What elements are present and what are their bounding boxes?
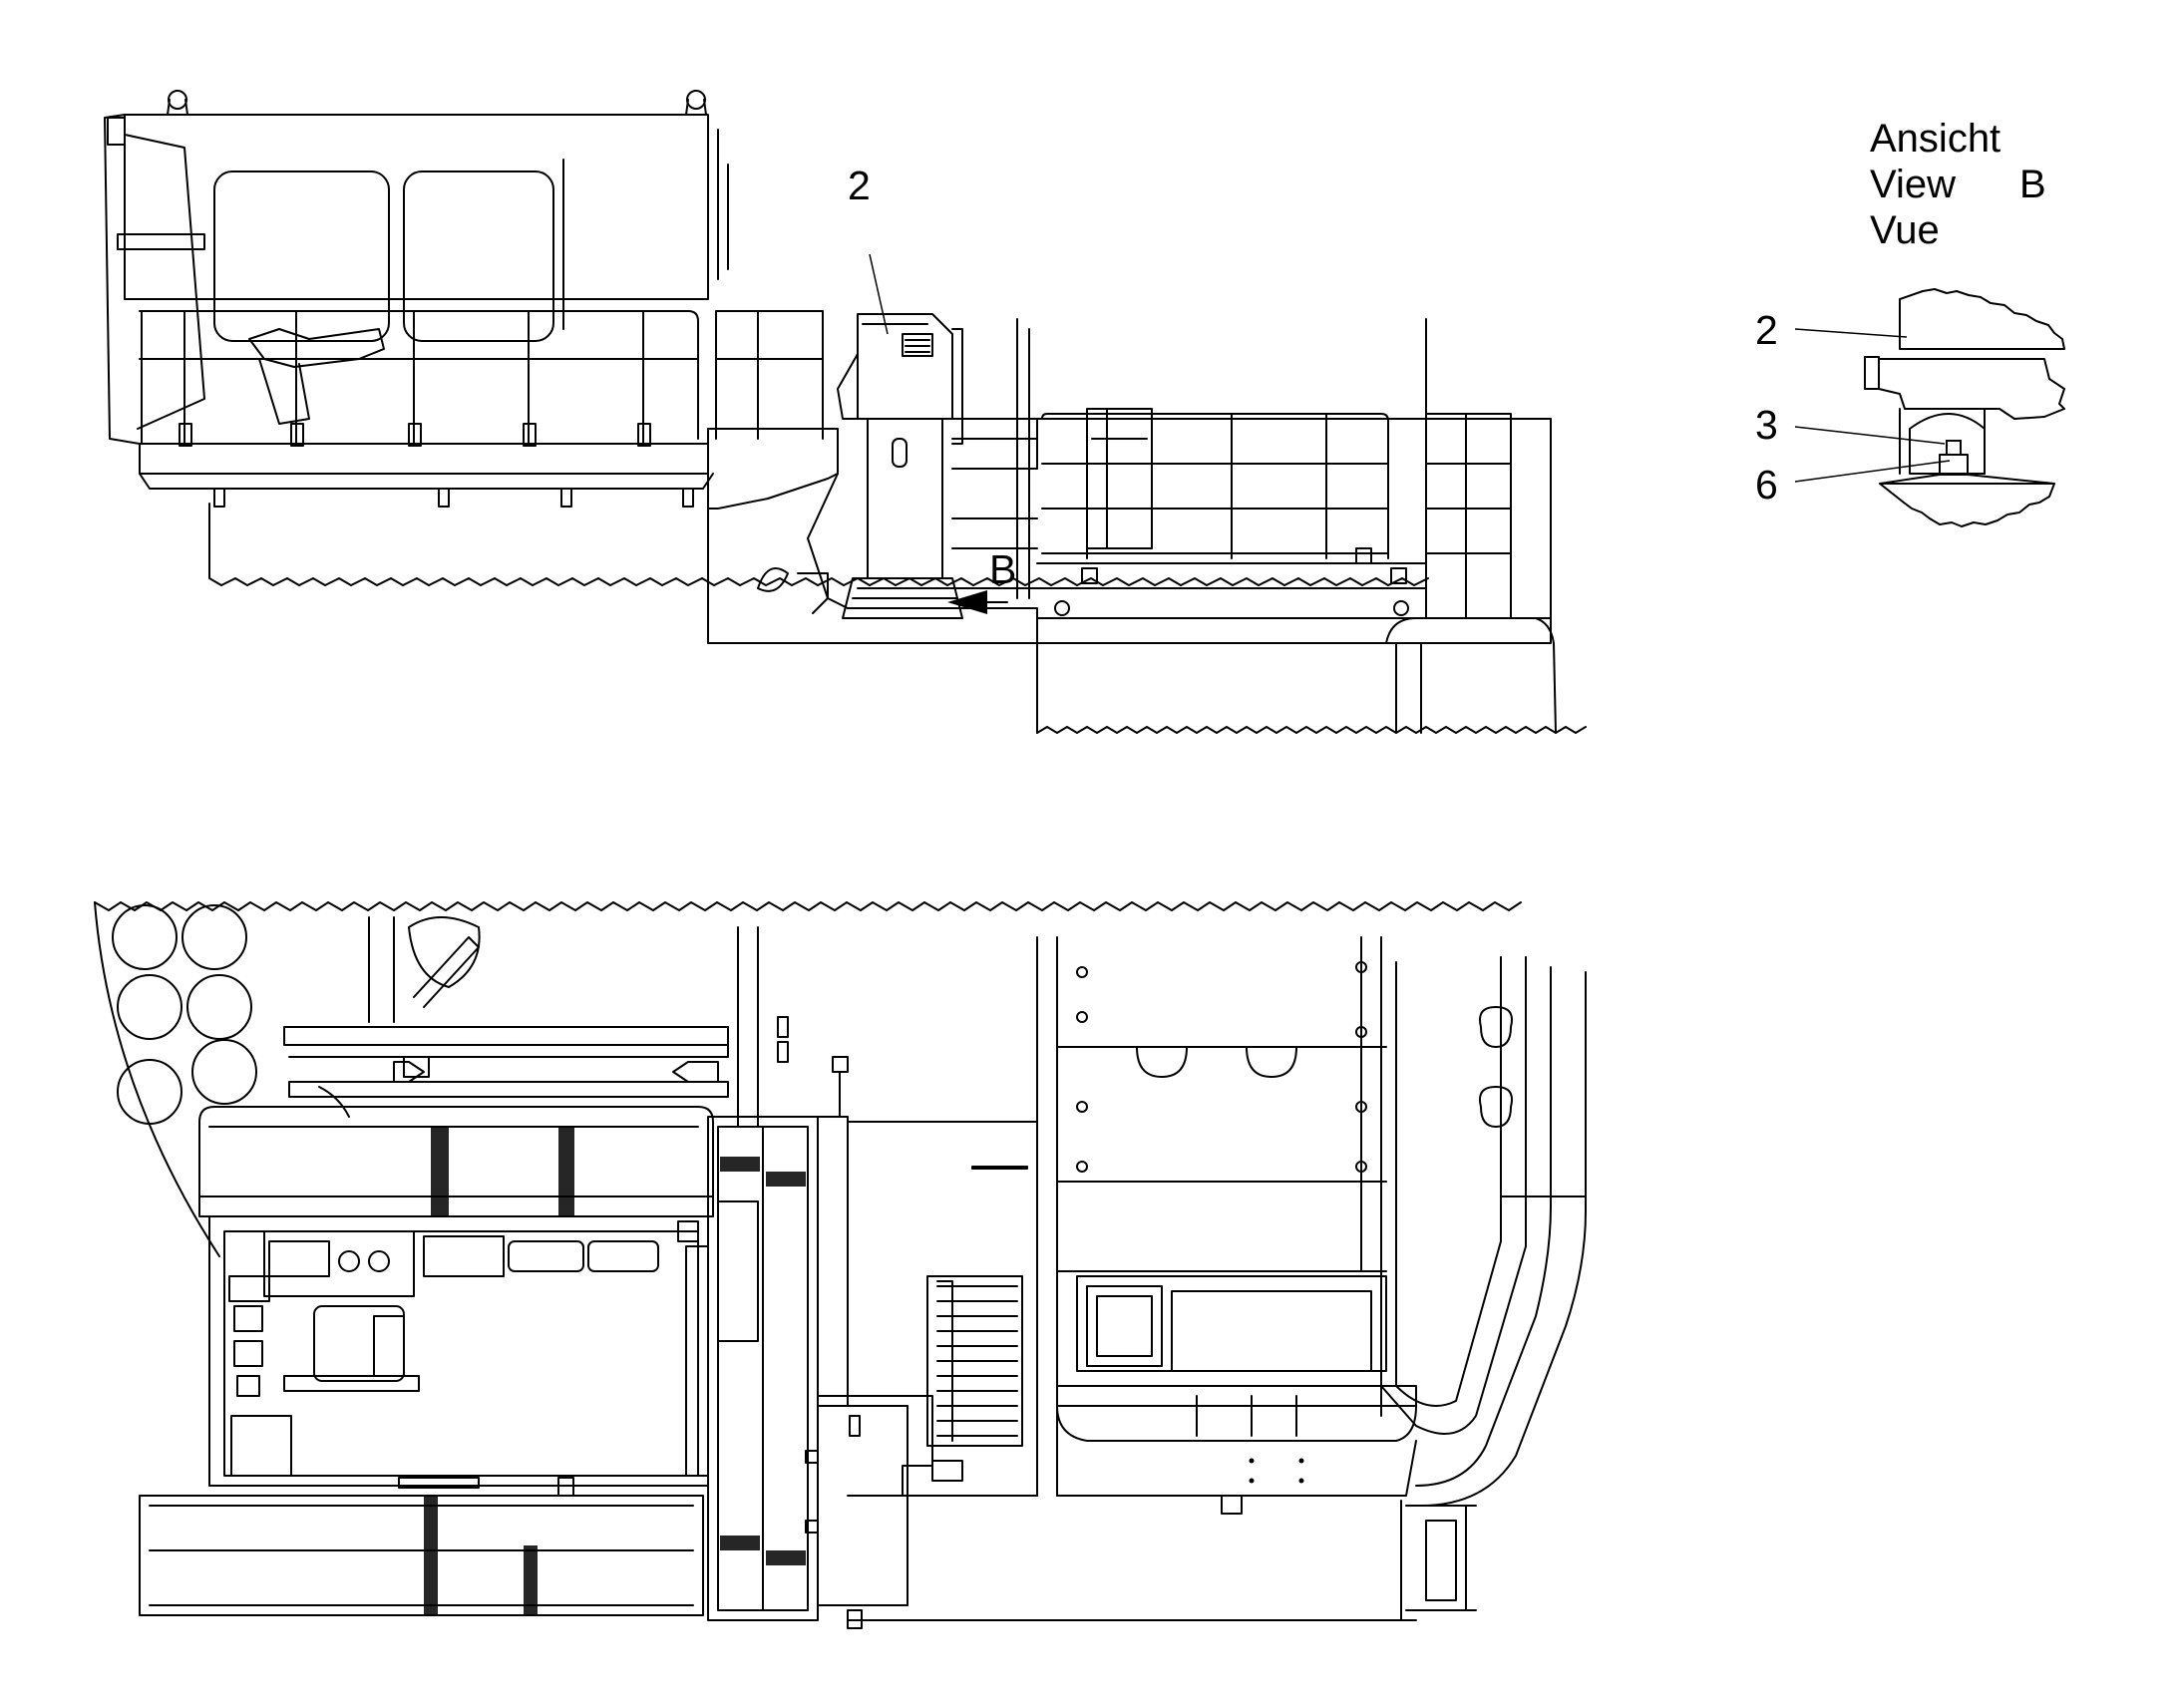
right-compartment [1036,936,1477,1621]
lower-toolbox [139,1477,704,1616]
view-heading-line2: View [1870,163,1956,206]
access-housing: B 2 [707,163,1038,644]
detail-callout-2: 2 [1755,307,1778,353]
top-view [94,901,1587,1629]
detail-callout-3: 3 [1755,402,1778,448]
rear-deck [1016,318,1587,734]
view-b-detail: Ansicht View Vue B 2 3 6 [1755,117,2065,527]
callout-2: 2 [848,163,871,208]
side-view: B 2 [104,90,1587,734]
stair-section [805,1121,1417,1629]
view-heading-line3: Vue [1870,208,1940,252]
component-2-tower [837,313,963,619]
cab-module [198,916,759,1487]
platform-deck [139,423,1429,586]
central-column [707,1016,849,1621]
railing [139,310,824,445]
detail-callout-6: 6 [1755,462,1778,508]
view-heading-line1: Ansicht [1870,117,2000,161]
right-hull [1380,936,1587,1507]
view-heading-letter: B [2019,163,2046,206]
view-arrow-letter: B [989,546,1016,592]
operator-cab [104,90,729,445]
